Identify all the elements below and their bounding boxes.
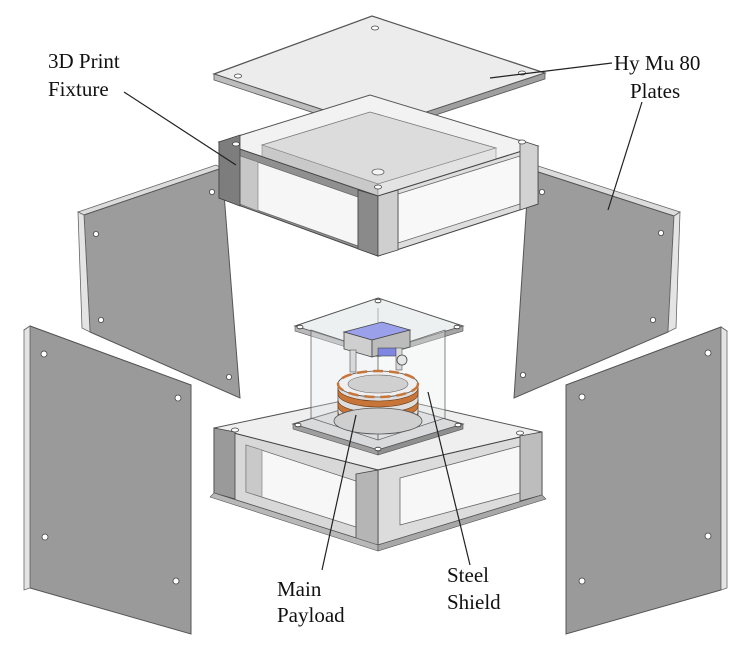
hymu-plate-right-back <box>513 164 681 399</box>
leader-lines <box>123 62 643 571</box>
leader-plates-top <box>489 62 613 79</box>
label-payload-line2: Payload <box>277 603 345 627</box>
main-payload <box>333 321 423 435</box>
labels: 3D Print Fixture Hy Mu 80 Plates Main Pa… <box>48 49 700 627</box>
label-plates-line2: Plates <box>630 79 680 103</box>
leader-payload <box>321 414 357 571</box>
leader-fixture <box>123 91 237 166</box>
hymu-plate-right-front <box>565 326 728 635</box>
hymu-plate-left-back <box>76 164 241 399</box>
label-fixture-line2: Fixture <box>48 77 109 101</box>
label-shield-line2: Shield <box>447 590 501 614</box>
leader-plates-side <box>607 101 643 211</box>
label-fixture-line1: 3D Print <box>48 49 120 73</box>
label-plates-line1: Hy Mu 80 <box>614 51 700 75</box>
hymu-plate-left-front <box>23 325 192 635</box>
fixture-upper <box>217 94 540 257</box>
label-shield-line1: Steel <box>447 563 489 587</box>
leader-shield <box>427 391 471 566</box>
label-payload-line1: Main <box>277 577 322 601</box>
hymu-plate-top <box>212 15 547 135</box>
fixture-lower <box>209 393 547 552</box>
